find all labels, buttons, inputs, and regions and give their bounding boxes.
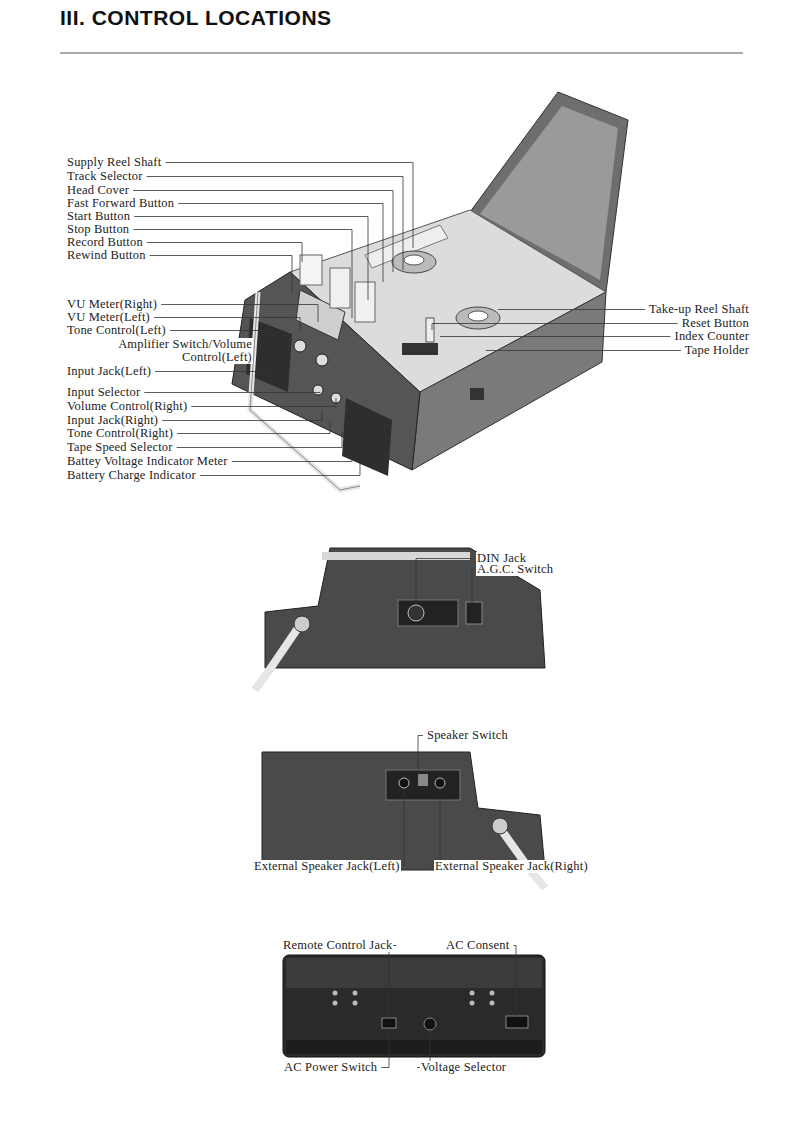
part-label: Take-up Reel Shaft xyxy=(648,303,750,316)
part-label: Amplifier Switch/Volume Control(Left) xyxy=(66,338,253,364)
leader-line xyxy=(472,570,473,604)
leader-line xyxy=(177,422,330,434)
leader-line xyxy=(381,1029,389,1068)
leader-line xyxy=(170,331,268,339)
leader-line xyxy=(147,243,302,263)
part-label: Battery Charge Indicator xyxy=(66,469,197,482)
part-label: A.G.C. Switch xyxy=(476,563,554,576)
leader-line xyxy=(134,217,368,301)
leader-line xyxy=(440,336,671,337)
part-label: AC Consent xyxy=(445,939,510,952)
part-label: Stop Button xyxy=(66,223,130,236)
leader-line xyxy=(418,736,423,776)
part-label: Input Jack(Left) xyxy=(66,365,152,378)
part-label: Reset Button xyxy=(681,317,750,330)
part-label: AC Power Switch xyxy=(283,1061,378,1074)
part-label: External Speaker Jack(Right) xyxy=(434,860,589,873)
back-view xyxy=(283,955,545,1057)
part-label: Input Jack(Right) xyxy=(66,414,159,427)
part-label: Supply Reel Shaft xyxy=(66,156,162,169)
leader-line xyxy=(513,946,516,1017)
leader-line xyxy=(432,324,678,331)
main-view xyxy=(232,92,628,490)
part-label: Remote Control Jack xyxy=(282,939,393,952)
part-label: VU Meter(Left) xyxy=(66,311,151,324)
page-title: III. CONTROL LOCATIONS xyxy=(60,6,332,30)
leader-line xyxy=(161,305,318,323)
leader-line xyxy=(256,356,258,358)
leader-line xyxy=(155,371,272,373)
part-label: Rewind Button xyxy=(66,249,147,262)
part-label: Tape Speed Selector xyxy=(66,441,174,454)
leader-line xyxy=(416,559,473,605)
part-label: Voltage Selector xyxy=(420,1061,507,1074)
part-label: Tone Control(Right) xyxy=(66,427,174,440)
leader-line xyxy=(431,789,440,867)
leader-line xyxy=(177,432,342,448)
part-label: Head Cover xyxy=(66,184,130,197)
part-label: Battey Voltage Indicator Meter xyxy=(66,455,229,468)
leader-line xyxy=(389,946,396,1019)
leader-line xyxy=(191,398,336,407)
part-label: Index Counter xyxy=(674,330,750,343)
leader-line xyxy=(498,309,645,310)
part-label: Tape Holder xyxy=(684,344,750,357)
part-label: Speaker Switch xyxy=(426,729,509,742)
leader-line xyxy=(165,163,413,249)
leader-line xyxy=(144,392,320,394)
part-label: Record Button xyxy=(66,236,144,249)
title-rule xyxy=(60,53,743,54)
leader-line xyxy=(150,256,292,293)
leader-line xyxy=(403,789,404,867)
part-label: Volume Control(Right) xyxy=(66,400,188,413)
leader-line xyxy=(486,350,681,351)
part-label: Tone Control(Left) xyxy=(66,324,167,337)
part-label: Input Selector xyxy=(66,386,141,399)
leader-line xyxy=(232,446,352,462)
part-label: Fast Forward Button xyxy=(66,197,175,210)
leader-line xyxy=(154,318,300,331)
part-label: External Speaker Jack(Left) xyxy=(253,860,401,873)
part-label: Track Selector xyxy=(66,170,144,183)
part-label: Start Button xyxy=(66,210,131,223)
part-label: VU Meter(Right) xyxy=(66,298,158,311)
